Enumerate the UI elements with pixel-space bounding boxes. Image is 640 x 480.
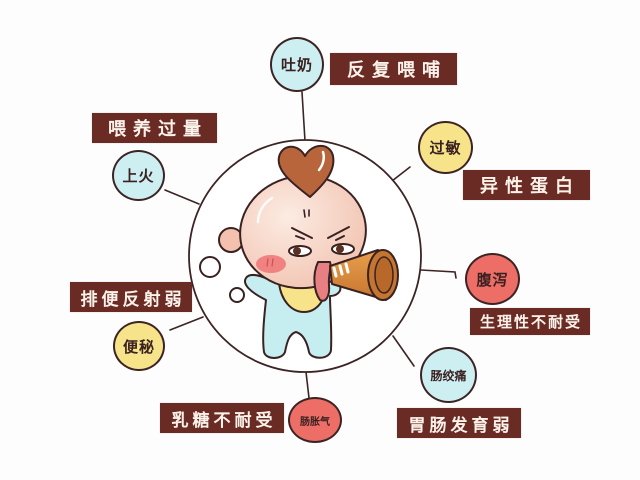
symptom-node-diarrhea: 腹泻 (465, 253, 520, 305)
symptom-text: 肠绞痛 (430, 368, 467, 383)
eyebrow-right (327, 226, 350, 241)
symptom-text: 腹泻 (476, 270, 509, 289)
cause-label-lactose-intolerance: 乳糖不耐受 (160, 403, 284, 433)
symptom-node-heat: 上火 (112, 150, 165, 201)
connector-line-diarrhea (420, 269, 457, 279)
cause-label-overfeeding: 喂养过量 (92, 113, 217, 143)
cause-label-physiological-intolerance: 生理性不耐受 (470, 308, 590, 335)
cause-label-weak-defecation-reflex: 排便反射弱 (70, 282, 192, 312)
bubble-icon (199, 256, 221, 278)
symptom-node-colic: 肠绞痛 (420, 347, 477, 403)
symptom-text: 吐奶 (280, 56, 313, 74)
symptom-node-constipation: 便秘 (113, 321, 165, 371)
symptom-node-bloating: 肠胀气 (288, 397, 342, 443)
connector-line-constipation (169, 316, 204, 331)
connector-line-heat (164, 189, 200, 205)
symptom-text: 便秘 (122, 337, 155, 356)
connector-line-colic (392, 335, 415, 367)
blush (256, 255, 286, 273)
cause-label-foreign-protein: 异性蛋白 (463, 170, 590, 200)
symptom-node-vomiting: 吐奶 (270, 37, 324, 92)
symptom-node-allergy: 过敏 (418, 121, 473, 174)
bottle-icon (329, 249, 399, 301)
symptom-text: 过敏 (429, 139, 462, 157)
heart-icon (277, 144, 335, 198)
symptom-text: 上火 (122, 167, 155, 185)
baby-drinking-bottle-icon (199, 144, 399, 359)
eyebrow-left (291, 227, 313, 240)
cause-label-weak-gut-development: 胃肠发育弱 (397, 408, 521, 438)
bubble-icon (229, 287, 245, 303)
connector-line-allergy (391, 166, 411, 182)
symptom-text: 肠胀气 (300, 416, 330, 428)
baby-tongue (313, 261, 332, 302)
cause-label-repeated-feeding: 反复喂哺 (330, 53, 457, 85)
connector-line-bloating (305, 371, 310, 399)
connector-line-vomiting (301, 91, 306, 142)
